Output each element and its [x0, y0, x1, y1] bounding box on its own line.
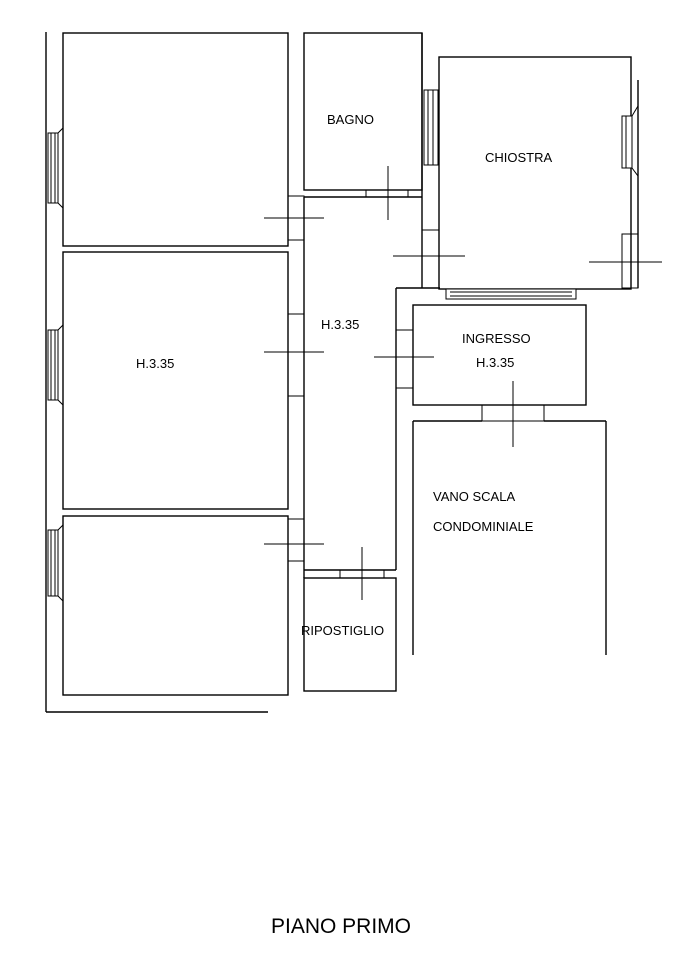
window-left-top — [47, 127, 64, 209]
plan-title: PIANO PRIMO — [271, 915, 411, 938]
room-chiostra — [438, 56, 632, 290]
room-bottom-left — [62, 515, 289, 696]
doorway-chiostra-right — [621, 233, 639, 289]
label-condominiale: CONDOMINIALE — [433, 519, 534, 534]
room-bagno — [303, 32, 423, 191]
label-middle-room-height: H.3.35 — [136, 356, 174, 371]
doorway-bagno — [365, 189, 409, 198]
window-chiostra-right — [621, 80, 639, 288]
window-left-middle — [47, 324, 64, 406]
room-middle-left — [62, 251, 289, 510]
label-ripostiglio: RIPOSTIGLIO — [301, 623, 384, 638]
window-chiostra-bottom — [445, 288, 577, 300]
label-chiostra: CHIOSTRA — [485, 150, 553, 165]
door-markers — [264, 166, 662, 600]
doorway-chiostra-left — [421, 229, 440, 289]
room-top-left — [62, 32, 289, 247]
doorway-ingresso — [395, 329, 414, 389]
room-vano-scala — [412, 420, 607, 655]
window-left-bottom — [47, 524, 64, 602]
label-ingresso: INGRESSO — [462, 331, 531, 346]
doorways-left — [287, 195, 305, 562]
label-corridor-height: H.3.35 — [321, 317, 359, 332]
outer-walls — [45, 32, 268, 713]
label-bagno: BAGNO — [327, 112, 374, 127]
label-vano-scala: VANO SCALA — [433, 489, 515, 504]
window-chiostra-left — [423, 89, 439, 166]
label-ingresso-height: H.3.35 — [476, 355, 514, 370]
